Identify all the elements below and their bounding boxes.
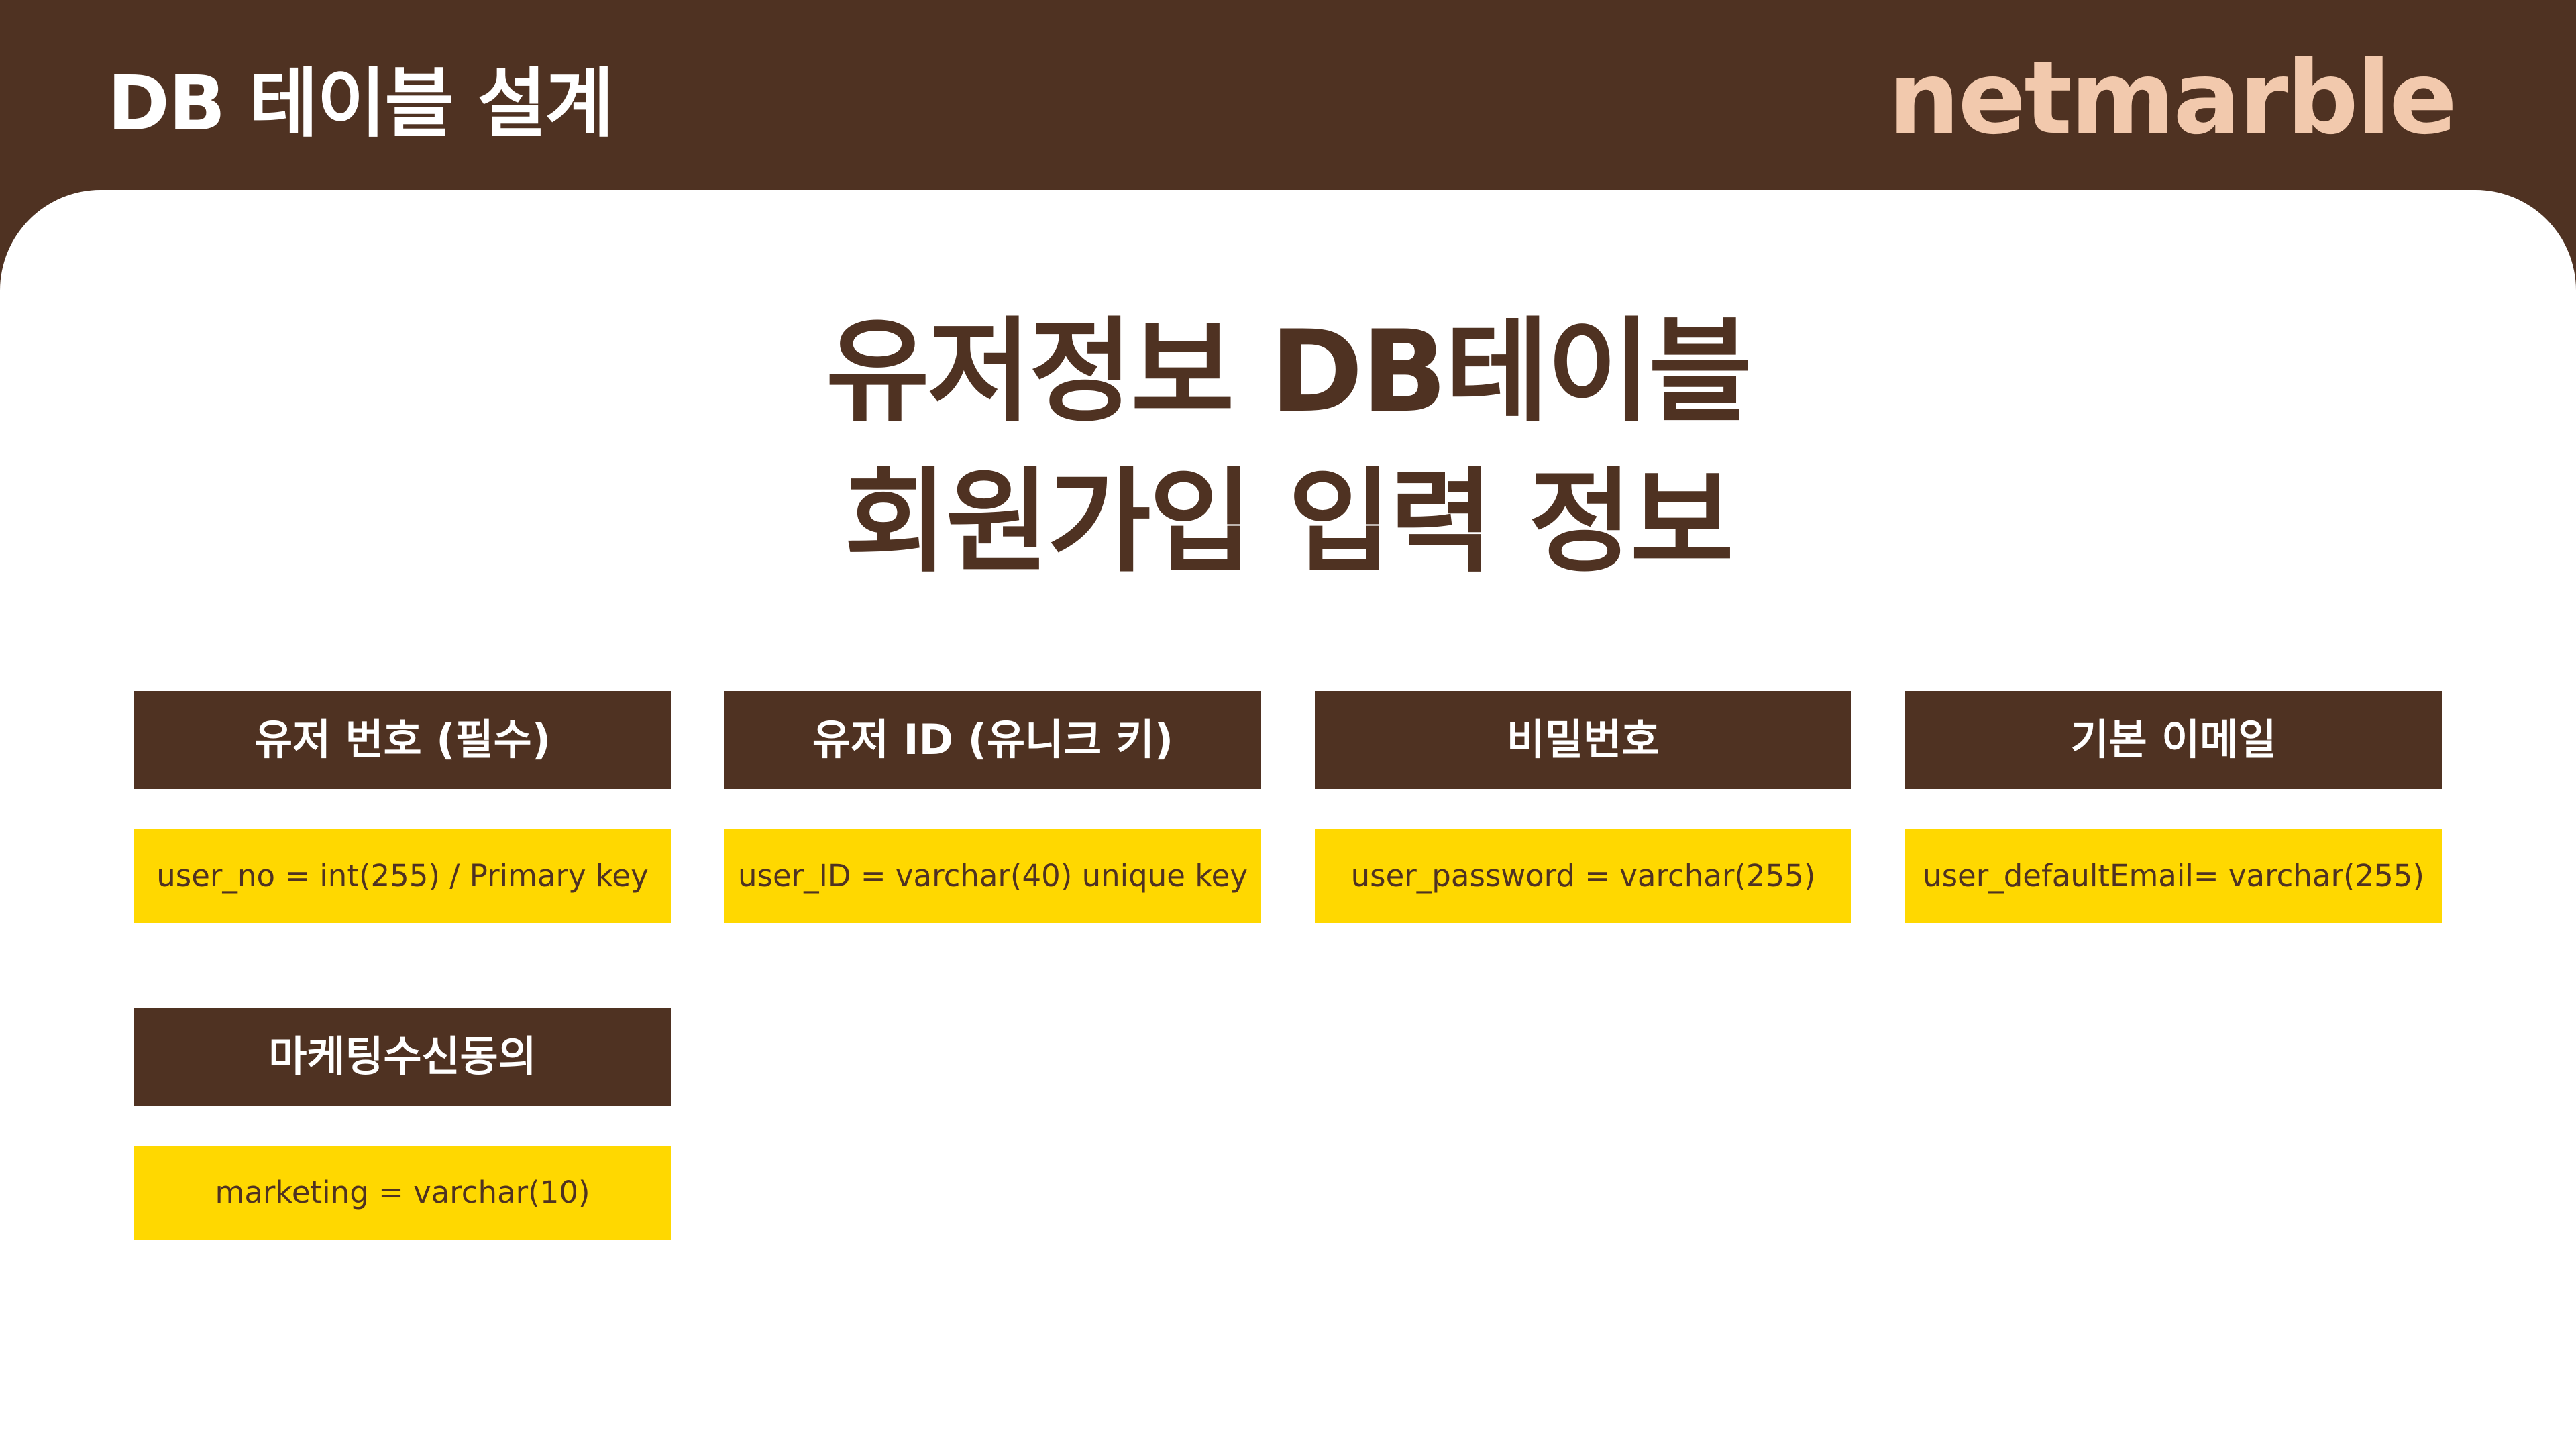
field-value-user-id: user_ID = varchar(40) unique key [724,829,1261,923]
netmarble-logo: netmarble [1888,40,2457,157]
field-value-password: user_password = varchar(255) [1315,829,1851,923]
headline-line-2: 회원가입 입력 정보 [844,456,1733,588]
field-label-default-email: 기본 이메일 [1905,691,2442,789]
slide-title: DB 테이블 설계 [107,60,614,148]
field-label-marketing: 마케팅수신동의 [134,1008,671,1106]
field-label-password: 비밀번호 [1315,691,1851,789]
field-value-default-email: user_defaultEmail= varchar(255) [1905,829,2442,923]
field-label-user-id: 유저 ID (유니크 키) [724,691,1261,789]
field-value-user-no: user_no = int(255) / Primary key [134,829,671,923]
field-value-marketing: marketing = varchar(10) [134,1146,671,1240]
headline-line-1: 유저정보 DB테이블 [826,306,1752,437]
field-label-user-no: 유저 번호 (필수) [134,691,671,789]
